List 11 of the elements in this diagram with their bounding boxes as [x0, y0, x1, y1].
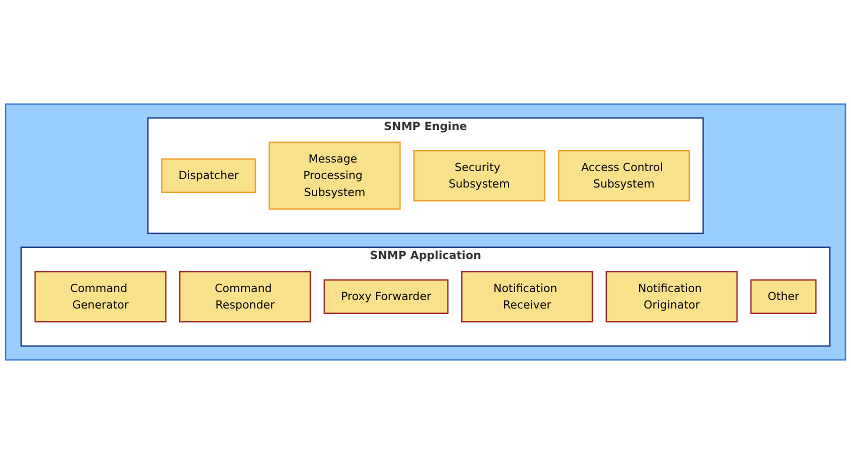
- node-box: Access Control Subsystem: [558, 150, 690, 202]
- node-box: Proxy Forwarder: [324, 279, 449, 314]
- node-box: Notification Receiver: [461, 270, 594, 322]
- cluster: [4, 103, 846, 361]
- node-box: Message Processing Subsystem: [268, 142, 401, 210]
- node-box: Command Responder: [179, 270, 312, 322]
- node-box: Other: [750, 279, 817, 314]
- node-box: Dispatcher: [161, 158, 256, 194]
- node-box: Command Generator: [34, 270, 166, 322]
- node-box: Notification Originator: [606, 270, 738, 322]
- node-box: Security Subsystem: [413, 150, 546, 202]
